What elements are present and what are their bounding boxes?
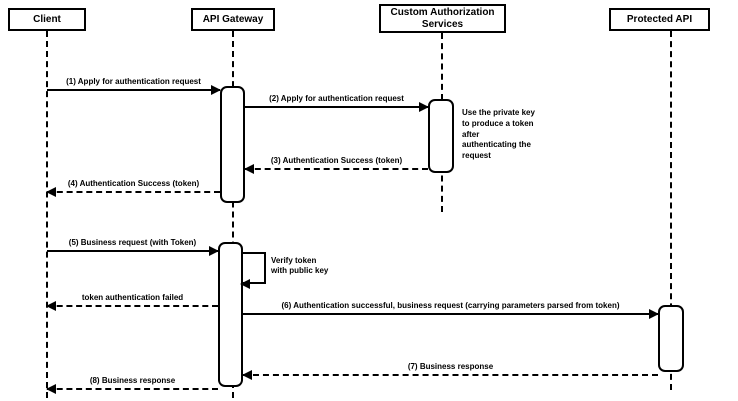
- message-7-line: [242, 369, 658, 380]
- message-1-line: [47, 84, 221, 95]
- message-8-label: (8) Business response: [89, 376, 176, 385]
- arrowhead-right-icon: [649, 308, 659, 319]
- message-5-line: [47, 245, 219, 256]
- message-token-auth-failed: token authentication failed: [46, 293, 218, 311]
- actor-custom-authorization-services-label: Custom Authorization Services: [390, 7, 495, 30]
- activation-api-gateway-auth: [220, 86, 245, 203]
- message-3-line: [244, 163, 428, 174]
- message-8-line: [46, 383, 218, 394]
- actor-client: Client: [8, 8, 86, 31]
- message-6: (6) Authentication successful, business …: [243, 301, 659, 319]
- message-verify-token: Verify token with public key: [240, 252, 403, 289]
- activation-custom-authorization-services: [428, 99, 454, 173]
- actor-protected-api: Protected API: [609, 8, 710, 31]
- message-3-label: (3) Authentication Success (token): [270, 156, 403, 165]
- message-5: (5) Business request (with Token): [47, 238, 219, 256]
- message-2: (2) Apply for authentication request: [245, 94, 429, 112]
- note-private-key: Use the private key to produce a token a…: [462, 108, 536, 162]
- message-3: (3) Authentication Success (token): [244, 156, 428, 174]
- message-6-line: [243, 308, 659, 319]
- message-1-label: (1) Apply for authentication request: [66, 77, 201, 86]
- lifeline-protected-api: [670, 31, 672, 390]
- arrowhead-left-icon: [46, 383, 56, 394]
- message-8: (8) Business response: [46, 376, 218, 394]
- actor-client-label: Client: [33, 13, 61, 25]
- arrowhead-right-icon: [211, 84, 221, 95]
- message-4-label: (4) Authentication Success (token): [67, 179, 200, 188]
- self-message-loop: [240, 252, 266, 289]
- arrowhead-left-icon: [46, 300, 56, 311]
- message-5-label: (5) Business request (with Token): [68, 238, 197, 247]
- message-1: (1) Apply for authentication request: [47, 77, 221, 95]
- activation-api-gateway-business: [218, 242, 243, 387]
- message-2-label: (2) Apply for authentication request: [269, 94, 404, 103]
- arrowhead-left-icon: [244, 163, 254, 174]
- message-4-line: [46, 186, 220, 197]
- actor-protected-api-label: Protected API: [626, 13, 693, 25]
- message-token-auth-failed-line: [46, 300, 218, 311]
- message-token-auth-failed-label: token authentication failed: [81, 293, 184, 302]
- message-4: (4) Authentication Success (token): [46, 179, 220, 197]
- arrowhead-left-icon: [46, 186, 56, 197]
- lifeline-api-gateway: [232, 31, 234, 398]
- arrowhead-right-icon: [209, 245, 219, 256]
- actor-custom-authorization-services: Custom Authorization Services: [379, 4, 506, 33]
- message-6-label: (6) Authentication successful, business …: [281, 301, 620, 310]
- arrowhead-right-icon: [419, 101, 429, 112]
- message-7: (7) Business response: [242, 362, 658, 380]
- arrowhead-left-icon: [240, 279, 250, 289]
- actor-api-gateway-label: API Gateway: [202, 13, 264, 25]
- lifeline-client: [46, 31, 48, 398]
- message-verify-token-label: Verify token with public key: [271, 256, 329, 276]
- message-2-line: [245, 101, 429, 112]
- activation-protected-api: [658, 305, 684, 372]
- message-7-label: (7) Business response: [407, 362, 494, 371]
- actor-api-gateway: API Gateway: [191, 8, 275, 31]
- arrowhead-left-icon: [242, 369, 252, 380]
